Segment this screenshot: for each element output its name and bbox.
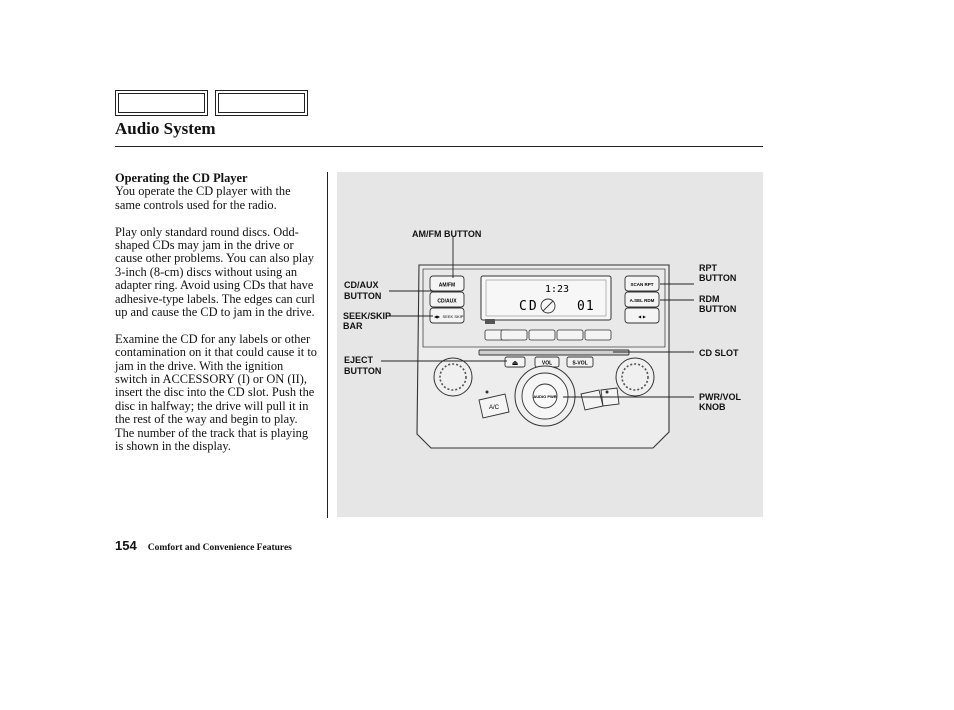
callout-seek-skip-bar: BAR <box>343 321 363 331</box>
audio-power-button[interactable] <box>532 383 558 409</box>
callout-rpt-button: RPT <box>699 263 718 273</box>
callout-am-fm-button: AM/FM BUTTON <box>412 229 481 239</box>
audio-panel-figure: AM/FM CD/AUX SEEK SKIP ◂▸ CD 01 1:23 SCA… <box>337 172 763 517</box>
a-sel-rdm-label: A.SEL RDM <box>630 298 655 303</box>
paragraph: Play only standard round discs. Odd-shap… <box>115 224 316 320</box>
callout-leaders <box>381 237 694 398</box>
scan-rpt-label: SCAN RPT <box>630 282 653 287</box>
preset-button[interactable] <box>500 329 528 341</box>
vol-label: VOL <box>542 361 552 367</box>
callout-cd-aux: BUTTON <box>344 291 381 301</box>
recirculation-button[interactable] <box>580 389 604 411</box>
callout-pwr-vol-knob: KNOB <box>699 402 726 412</box>
callout-rpt-button: BUTTON <box>699 273 736 283</box>
title-rule <box>115 146 763 147</box>
display-source-text: CD <box>519 299 539 314</box>
am-fm-button[interactable] <box>429 275 465 292</box>
nav-tab-box[interactable] <box>215 90 308 116</box>
section-heading: Operating the CD Player <box>115 171 248 185</box>
callout-rdm-button: RDM <box>699 294 720 304</box>
s-vol-button[interactable] <box>566 356 594 368</box>
display-time-text: 1:23 <box>545 284 569 295</box>
page-number: 154 <box>115 538 137 553</box>
audio-display <box>480 275 612 321</box>
paragraph: Examine the CD for any labels or other c… <box>115 331 317 454</box>
eject-button[interactable] <box>504 356 526 368</box>
callout-cd-aux: CD/AUX <box>344 280 379 290</box>
audio-panel-illustration: AM/FM CD/AUX SEEK SKIP ◂▸ CD 01 1:23 SCA… <box>343 229 742 449</box>
seek-arrows-icon: ◂▸ <box>434 315 440 321</box>
ac-button[interactable] <box>478 393 510 419</box>
display-track-text: 01 <box>577 299 595 314</box>
callout-cd-slot: CD SLOT <box>699 348 739 358</box>
cd-aux-button[interactable] <box>429 291 465 308</box>
callout-rdm-button: BUTTON <box>699 304 736 314</box>
callout-pwr-vol-knob: PWR/VOL <box>699 392 742 402</box>
nav-tab-box[interactable] <box>115 90 208 116</box>
display-disc-icon <box>540 298 556 314</box>
am-fm-label: AM/FM <box>439 283 455 289</box>
tune-arrows-icon: ◂ ▸ <box>638 315 646 321</box>
page-footer: 154 Comfort and Convenience Features <box>115 537 292 555</box>
cd-aux-label: CD/AUX <box>437 299 457 305</box>
rdm-button[interactable] <box>624 291 660 308</box>
rpt-button[interactable] <box>624 275 660 292</box>
fan-speed-knob[interactable] <box>615 357 655 397</box>
preset-button[interactable] <box>584 329 612 341</box>
eject-icon: ⏏ <box>512 359 519 367</box>
footer-section-title: Comfort and Convenience Features <box>147 543 292 553</box>
preset-button[interactable] <box>528 329 556 341</box>
callout-eject-button: BUTTON <box>344 366 381 376</box>
page-title: Audio System <box>115 119 216 138</box>
callout-seek-skip-bar: SEEK/SKIP <box>343 311 391 321</box>
temperature-knob[interactable] <box>433 357 473 397</box>
paragraph: You operate the CD player with the same … <box>115 184 291 212</box>
body-text-column: Operating the CD Player You operate the … <box>115 171 318 467</box>
ac-label: A/C <box>489 405 500 411</box>
audio-pwr-label: AUDIO PWR <box>533 394 556 399</box>
seek-skip-bar[interactable] <box>429 307 465 324</box>
cd-slot[interactable] <box>478 349 630 356</box>
seek-skip-label: SEEK SKIP <box>443 314 464 319</box>
callout-eject-button: EJECT <box>344 355 374 365</box>
column-divider <box>327 172 328 518</box>
preset-button[interactable] <box>556 329 584 341</box>
s-vol-label: S-VOL <box>572 361 587 367</box>
display-indicator <box>485 319 495 324</box>
tune-bar[interactable] <box>624 307 660 324</box>
